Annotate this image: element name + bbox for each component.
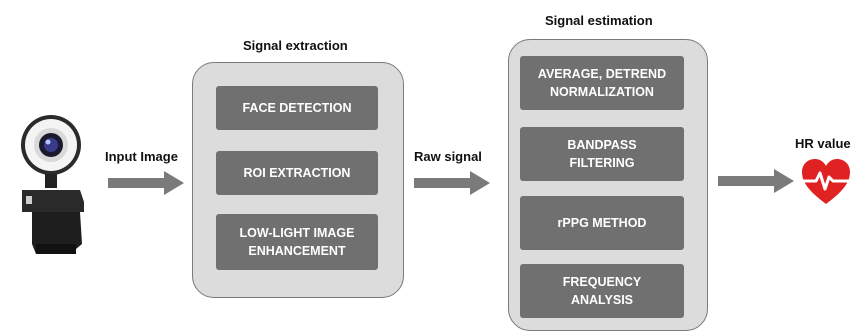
raw-signal-label: Raw signal	[414, 149, 482, 164]
signal-estimation-title: Signal estimation	[545, 13, 653, 28]
signal-extraction-title: Signal extraction	[243, 38, 348, 53]
hr-value-label: HR value	[795, 136, 851, 151]
stage-rppg-method: rPPG METHOD	[520, 196, 684, 250]
stage-roi-extraction: ROI EXTRACTION	[216, 151, 378, 195]
arrow-icon	[108, 171, 184, 195]
arrow-icon	[414, 171, 490, 195]
stage-low-light-enhancement: LOW-LIGHT IMAGE ENHANCEMENT	[216, 214, 378, 270]
arrow-icon	[718, 169, 794, 193]
webcam-icon	[10, 112, 92, 257]
stage-frequency-analysis: FREQUENCY ANALYSIS	[520, 264, 684, 318]
heart-pulse-icon	[800, 156, 852, 208]
stage-bandpass-filtering: BANDPASS FILTERING	[520, 127, 684, 181]
input-image-label: Input Image	[105, 149, 178, 164]
stage-face-detection: FACE DETECTION	[216, 86, 378, 130]
stage-average-detrend-normalization: AVERAGE, DETREND NORMALIZATION	[520, 56, 684, 110]
